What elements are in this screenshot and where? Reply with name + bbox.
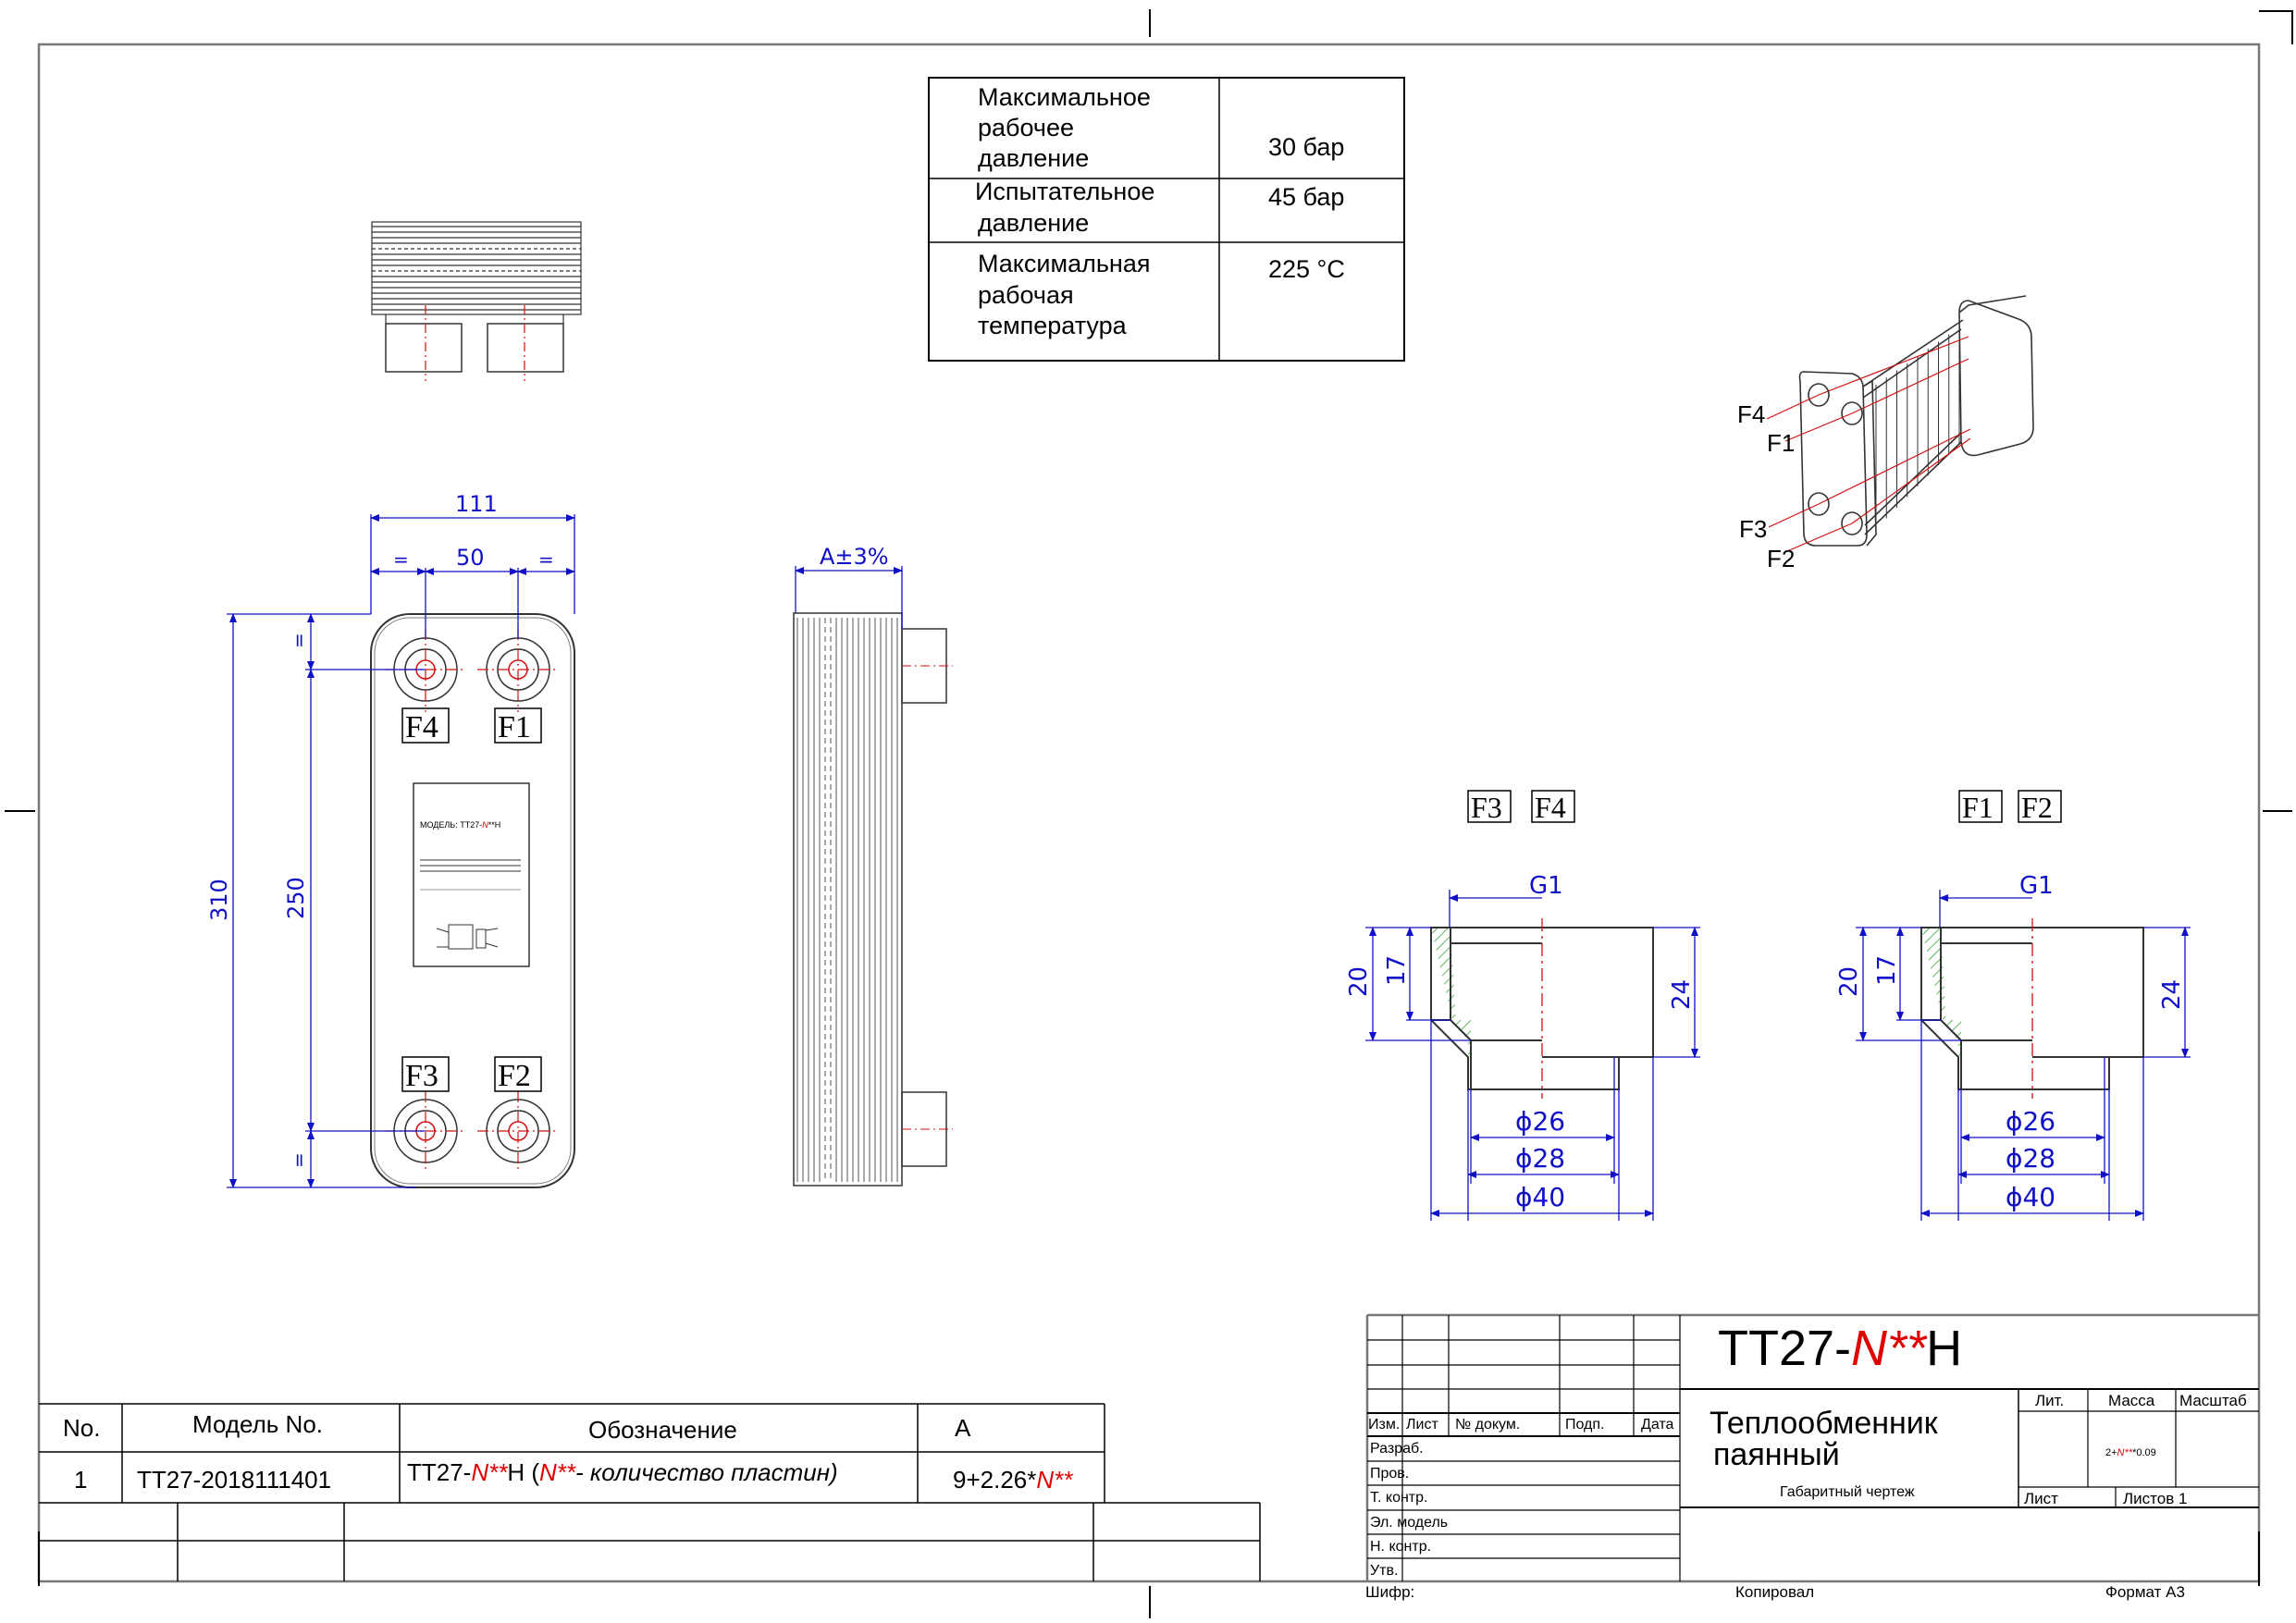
section-detail-right: F1 F2 bbox=[1835, 790, 2191, 1221]
port-label-f3: F3 bbox=[405, 1059, 438, 1093]
top-view bbox=[371, 221, 582, 381]
spec-row3-line2: рабочая bbox=[978, 281, 1074, 309]
section-right-title-a: F1 bbox=[1962, 791, 1994, 824]
port-label-f2: F2 bbox=[498, 1059, 531, 1093]
section-left-title-a: F3 bbox=[1471, 791, 1502, 824]
dim-eq-left: = bbox=[393, 548, 409, 571]
section-right-thread: G1 bbox=[2019, 872, 2054, 900]
dim-width-111: 111 bbox=[455, 491, 498, 517]
parts-header-designation: Обозначение bbox=[588, 1416, 737, 1444]
spec-row1-line3: давление bbox=[978, 144, 1089, 172]
section-right-d26: ϕ26 bbox=[2006, 1106, 2055, 1137]
iso-view: F4 F1 F3 F2 bbox=[1737, 295, 2034, 572]
section-right-d28: ϕ28 bbox=[2006, 1143, 2055, 1174]
port-label-f1: F1 bbox=[498, 710, 531, 744]
tb-role-0: Разраб. bbox=[1370, 1441, 1424, 1457]
spec-row2-value: 45 бар bbox=[1268, 183, 1344, 211]
tb-mass-value: 2+N***0.09 bbox=[2105, 1447, 2156, 1458]
tb-scale: Масштаб bbox=[2179, 1392, 2247, 1409]
dim-height-310: 310 bbox=[206, 879, 232, 921]
spec-row3-line3: температура bbox=[978, 312, 1128, 339]
parts-row-a: 9+2.26*N** bbox=[953, 1466, 1073, 1494]
iso-label-f2: F2 bbox=[1767, 545, 1795, 572]
dim-eq-top: = bbox=[288, 633, 310, 648]
section-right-d40: ϕ40 bbox=[2006, 1182, 2055, 1212]
spec-row1-line2: рабочее bbox=[978, 114, 1074, 141]
tb-role-4: Н. контр. bbox=[1370, 1539, 1431, 1555]
tb-sheet: Лист bbox=[2024, 1490, 2058, 1507]
title-block bbox=[1365, 1313, 2259, 1581]
parts-header-model: Модель No. bbox=[192, 1410, 323, 1438]
section-right-h17: 17 bbox=[1873, 955, 1901, 986]
port-label-f4: F4 bbox=[405, 710, 438, 744]
title-name-line1: Теплообменник bbox=[1710, 1406, 1939, 1441]
nameplate-model: МОДЕЛЬ: TT27-N**H bbox=[420, 820, 500, 830]
spec-row3-value: 225 °C bbox=[1268, 255, 1345, 283]
section-left-h20: 20 bbox=[1345, 966, 1373, 997]
dim-eq-bottom: = bbox=[288, 1152, 310, 1168]
title-subtitle: Габаритный чертеж bbox=[1780, 1484, 1915, 1500]
spec-row1-value: 30 бар bbox=[1268, 133, 1344, 161]
tb-cipher: Шифр: bbox=[1365, 1583, 1414, 1601]
section-left-h24: 24 bbox=[1668, 979, 1696, 1010]
section-right-title-b: F2 bbox=[2021, 791, 2053, 824]
spec-row3-line1: Максимальная bbox=[978, 250, 1150, 277]
section-left-d26: ϕ26 bbox=[1515, 1106, 1565, 1137]
tb-col-izm: Изм. bbox=[1368, 1417, 1400, 1432]
front-view: F4 F1 F3 F2 МОДЕЛЬ: TT27-N**H bbox=[206, 491, 575, 1188]
iso-label-f4: F4 bbox=[1737, 400, 1765, 428]
spec-row2-line1: Испытательное bbox=[975, 178, 1154, 205]
tb-col-date: Дата bbox=[1641, 1417, 1674, 1432]
section-right-h20: 20 bbox=[1835, 966, 1863, 997]
dim-port-spacing-250: 250 bbox=[283, 877, 309, 919]
tb-copied: Копировал bbox=[1735, 1583, 1814, 1601]
section-left-h17: 17 bbox=[1383, 955, 1411, 986]
parts-header-no: No. bbox=[63, 1414, 100, 1442]
parts-row-no: 1 bbox=[74, 1466, 87, 1494]
section-left-title-b: F4 bbox=[1535, 791, 1566, 824]
parts-row-designation: TT27-N**H (N**- количество пластин) bbox=[407, 1458, 838, 1486]
spec-row2-line2: давление bbox=[978, 209, 1089, 237]
dim-spacing-50: 50 bbox=[456, 545, 485, 571]
tb-format: Формат A3 bbox=[2105, 1583, 2185, 1601]
section-detail-left: F3 F4 bbox=[1345, 790, 1700, 1221]
tb-col-sign: Подп. bbox=[1565, 1417, 1605, 1432]
tb-role-5: Утв. bbox=[1370, 1563, 1398, 1579]
parts-table bbox=[39, 1403, 1261, 1581]
section-left-thread: G1 bbox=[1529, 872, 1563, 900]
tb-role-1: Пров. bbox=[1370, 1466, 1409, 1482]
tb-col-list: Лист bbox=[1406, 1417, 1438, 1432]
dim-side-a: A±3% bbox=[820, 544, 889, 570]
title-code: TT27-N**H bbox=[1718, 1321, 1962, 1376]
iso-label-f3: F3 bbox=[1739, 515, 1767, 543]
spec-table: Максимальное рабочее давление 30 бар Исп… bbox=[928, 77, 1405, 362]
spec-row1-line1: Максимальное bbox=[978, 83, 1151, 111]
nameplate: МОДЕЛЬ: TT27-N**H bbox=[413, 782, 530, 967]
parts-row-model: TT27-2018111401 bbox=[137, 1466, 331, 1494]
title-name-line2: паянный bbox=[1713, 1437, 1840, 1472]
section-left-d28: ϕ28 bbox=[1515, 1143, 1565, 1174]
tb-lit: Лит. bbox=[2035, 1392, 2064, 1409]
section-right-h24: 24 bbox=[2158, 979, 2186, 1010]
tb-mass: Масса bbox=[2108, 1392, 2155, 1409]
tb-col-doc: № докум. bbox=[1455, 1417, 1520, 1432]
tb-role-2: Т. контр. bbox=[1370, 1490, 1427, 1506]
section-left-d40: ϕ40 bbox=[1515, 1182, 1565, 1212]
iso-label-f1: F1 bbox=[1767, 429, 1795, 457]
dim-eq-right: = bbox=[538, 548, 554, 571]
side-view: A±3% bbox=[793, 544, 953, 1187]
tb-role-3: Эл. модель bbox=[1370, 1515, 1448, 1531]
tb-sheets: Листов 1 bbox=[2123, 1490, 2187, 1507]
parts-header-a: A bbox=[955, 1414, 971, 1442]
